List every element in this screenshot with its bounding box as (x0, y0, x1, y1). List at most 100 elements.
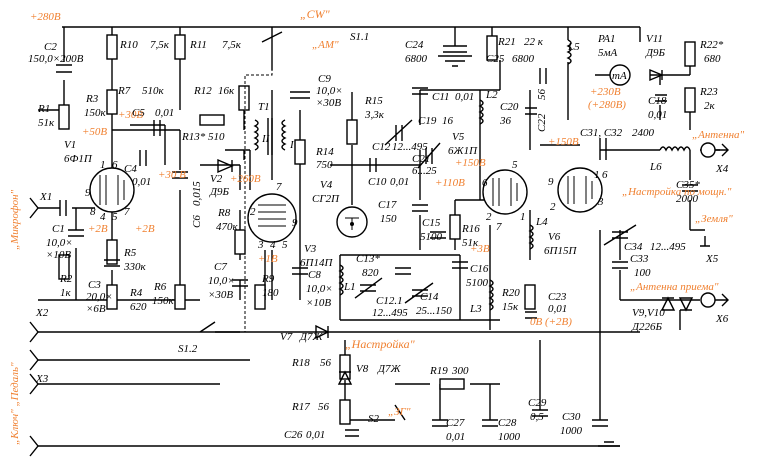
label-r8: R8 (217, 207, 231, 219)
label-x6: X6 (715, 313, 729, 325)
diodes-meter: mA (217, 64, 694, 385)
value-r1: 51к (38, 117, 55, 129)
value-c31-c32: 2400 (632, 127, 655, 139)
resistor-r11 (174, 34, 186, 60)
label-c13: C13* (356, 253, 380, 265)
capacitor-c34-variable (603, 224, 637, 246)
voltage-v110: +110В (435, 177, 465, 189)
label-c17: C17 (378, 199, 397, 211)
tube-v3 (247, 193, 297, 243)
value-pa1: 5мА (598, 47, 618, 59)
label-ground: „Земля" (695, 213, 733, 225)
label-r9: R9 (261, 273, 275, 285)
value-r18: 56 (320, 357, 332, 369)
value-v11: Д9Б (645, 47, 665, 59)
capacitor-c1-series (59, 200, 67, 216)
value-r8: 470к (216, 221, 239, 233)
value-v3: 6П14П (300, 257, 333, 269)
capacitor-c14-trimmer (404, 282, 434, 304)
capacitor-c35 (682, 184, 698, 192)
inductor-l3 (488, 279, 494, 311)
resistor-r18 (339, 354, 351, 380)
label-tuning-power: „Настройка по мощн." (622, 186, 732, 198)
label-c16: C16 (470, 263, 489, 275)
label-c23: C23 (548, 291, 567, 303)
value-c34: 12...495 (650, 241, 686, 253)
capacitor-c17 (412, 204, 428, 212)
value-r14: 750 (316, 159, 333, 171)
value-c35: 2000 (676, 193, 699, 205)
label-key-pedal: „Ключ" „Педаль" (9, 362, 21, 445)
value-r11: 7,5к (222, 39, 242, 51)
voltage-v30: +30В (118, 109, 143, 121)
label-c30: C30 (562, 411, 581, 423)
switch-s2 (394, 404, 406, 421)
inductor-l2 (478, 99, 484, 125)
rail-280 (62, 26, 641, 42)
pin-v5-5: 5 (512, 159, 518, 171)
value-c9-voltage: ×30В (316, 97, 341, 109)
label-v4: V4 (320, 179, 333, 191)
value-v8: Д7Ж (377, 363, 401, 375)
value-c3: 20,0× (86, 291, 113, 303)
capacitor-c11 (412, 87, 428, 95)
capacitor-c25 (539, 68, 547, 84)
label-r23: R23 (699, 86, 718, 98)
tube-v3-electrodes (258, 204, 286, 227)
label-x2: X2 (35, 307, 49, 319)
label-r4: R4 (129, 287, 143, 299)
value-c9: 10,0× (316, 85, 343, 97)
label-c15: C15 (422, 217, 441, 229)
label-microphone: „Микрофон" (9, 189, 21, 250)
pin-v5-6: 6 (482, 177, 488, 189)
diode-v7 (315, 324, 330, 340)
wire-l5 (540, 62, 580, 146)
label-antenna-rx: „Антенна приема" (630, 281, 719, 293)
capacitor-c21-trimmer (417, 142, 441, 169)
pin-v1-7: 7 (124, 206, 130, 218)
connector-x6 (700, 292, 716, 308)
label-t1: T1 (258, 101, 270, 113)
vacuum-tubes (89, 167, 603, 243)
transformer-t1-core (267, 118, 273, 155)
value-c19: 16 (442, 115, 454, 127)
capacitor-c9 (290, 91, 310, 99)
value-c26: 0,01 (306, 429, 325, 441)
value-c21: 6...25 (412, 165, 437, 177)
inductors (253, 39, 691, 311)
voltage-labels: +280В +50В +30В +30 В +260В +2В +2В +1В … (9, 7, 745, 445)
label-r10: R10 (119, 39, 138, 51)
pin-v6-6: 6 (602, 169, 608, 181)
connector-x5 (690, 229, 710, 247)
resistor-r2 (58, 254, 70, 280)
value-r13: 510 (208, 131, 225, 143)
value-c1-voltage: ×10В (46, 249, 71, 261)
label-r5: R5 (123, 247, 137, 259)
label-c2: C2 (44, 41, 57, 53)
label-v6: V6 (548, 231, 561, 243)
resistor-r8 (234, 229, 246, 255)
pin-v1-1: 1 (100, 159, 106, 171)
label-r17: R17 (291, 401, 310, 413)
label-c29: C29 (528, 397, 547, 409)
capacitor-c30 (592, 419, 608, 427)
wire-c16 (420, 254, 461, 320)
pin-v3-7: 7 (276, 181, 282, 193)
value-c11: 0,01 (455, 91, 474, 103)
grounds (438, 55, 620, 447)
label-c28: C28 (498, 417, 517, 429)
label-c14: C14 (420, 291, 439, 303)
value-r20: 15к (502, 301, 519, 313)
connector-x6-pin (715, 293, 729, 307)
resistors (58, 34, 696, 425)
label-r18: R18 (291, 357, 310, 369)
value-c8: 10,0× (306, 283, 333, 295)
diode-v2 (217, 158, 234, 174)
tube-v1-electrodes (99, 175, 125, 205)
wire-l1 (339, 254, 500, 321)
value-v1: 6Ф1П (64, 153, 93, 165)
capacitor-c18 (655, 94, 667, 102)
label-r3: R3 (85, 93, 99, 105)
label-r15: R15 (364, 95, 383, 107)
pin-v1-5: 5 (112, 211, 118, 223)
